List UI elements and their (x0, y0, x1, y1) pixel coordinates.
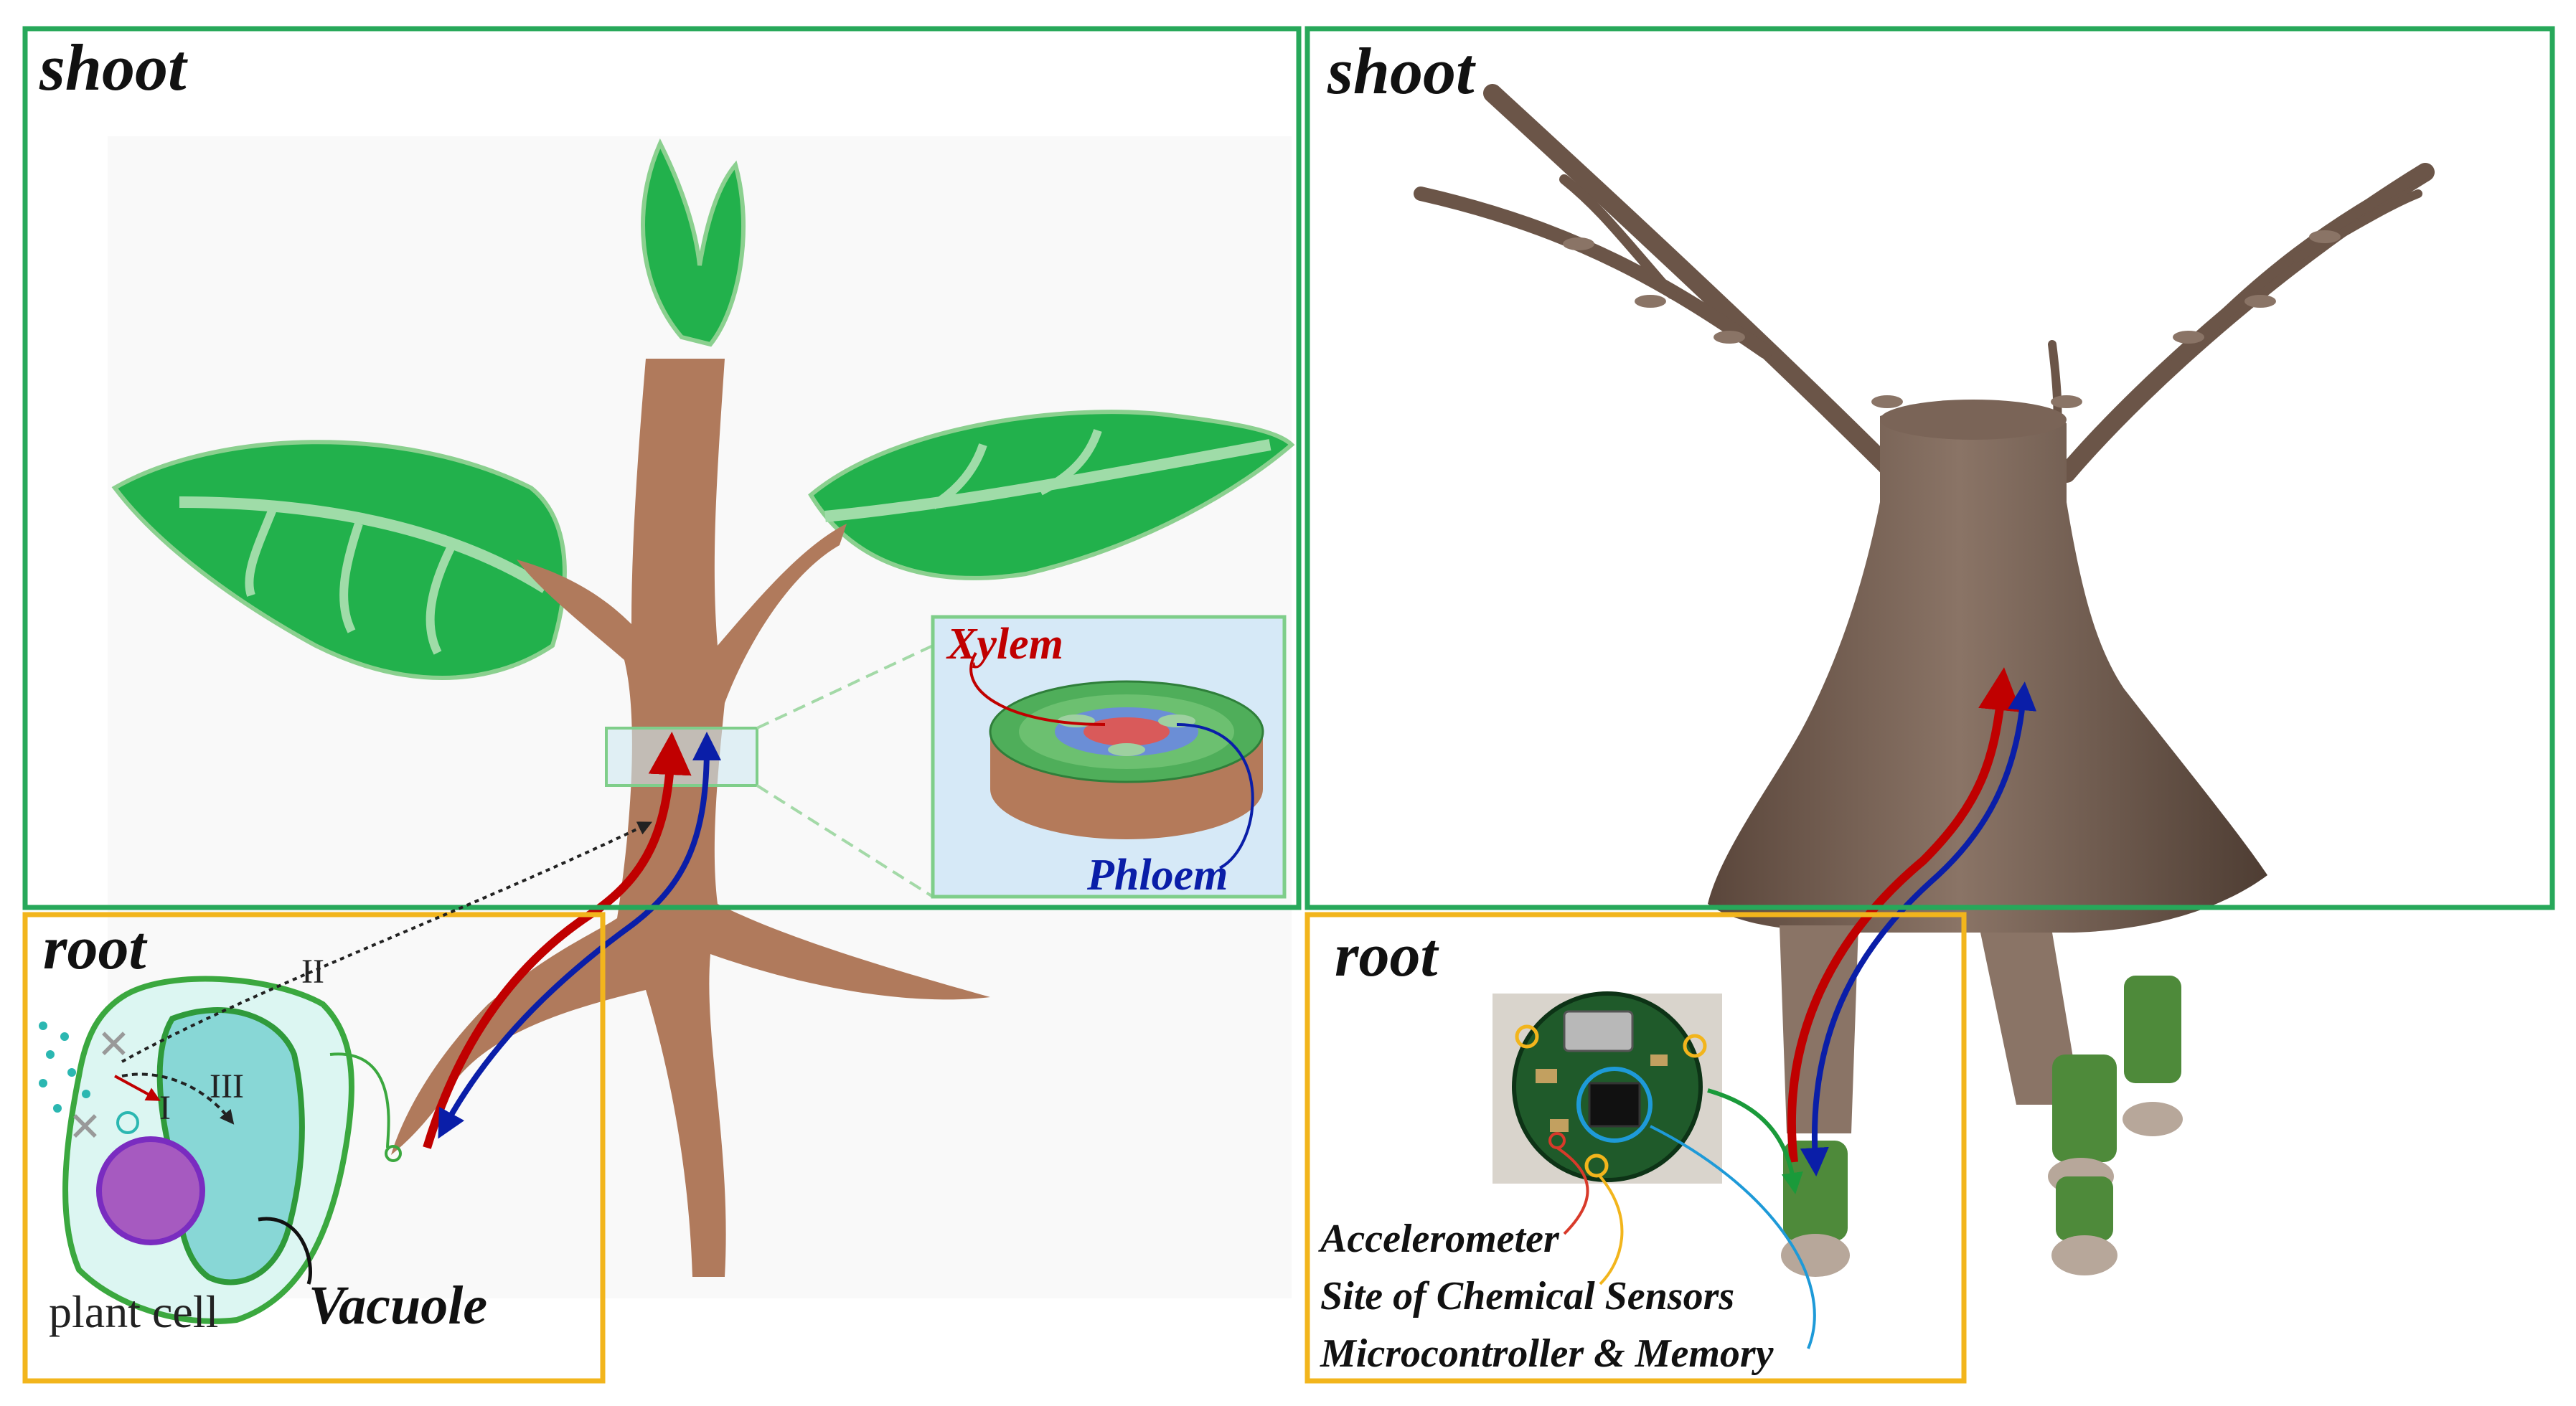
microcontroller-chip (1588, 1082, 1641, 1128)
stem-zoom-box (605, 727, 758, 787)
plant-cell-diagram: ✕ ✕ (39, 821, 653, 1324)
pathway-I-arrow (114, 1075, 161, 1101)
chem-sensor-marker (1515, 1024, 1539, 1049)
right-robot-panel (1414, 84, 2435, 1277)
pathway-I-label: I (159, 1089, 171, 1127)
robot-phloem-arrow-icon (1800, 681, 2037, 1176)
right-shoot-frame (1305, 26, 2555, 910)
chemical-sensors-label: Site of Chemical Sensors (1320, 1274, 1734, 1318)
ion-target-icon (116, 1111, 139, 1134)
robot-trunk (1708, 406, 2267, 933)
left-root-label: root (43, 913, 148, 982)
pathway-III-arrow (121, 1072, 235, 1125)
vacuole-label: Vacuole (309, 1275, 487, 1336)
nucleus-shape (96, 1136, 205, 1245)
cell-connector-line (329, 1052, 390, 1148)
plant-cell-label: plant cell (49, 1286, 218, 1337)
board-to-root-arrow (1707, 1088, 1803, 1194)
phloem-label: Phloem (1086, 851, 1228, 900)
transporter-icon: ✕ (68, 1104, 102, 1151)
phloem-arrow-icon (438, 732, 721, 1139)
zoom-line-top (756, 644, 934, 730)
top-bud-icon (641, 138, 746, 347)
microcontroller-leader-line (1650, 1125, 1816, 1349)
chem-sensor-marker (1584, 1153, 1609, 1178)
vacuole-leader-line (258, 1217, 312, 1285)
right-root-frame (1305, 912, 1967, 1384)
board-component (1550, 1119, 1569, 1132)
sensor-board (1493, 991, 1722, 1184)
board-component (1536, 1069, 1557, 1083)
phloem-leader-line (1176, 723, 1254, 869)
microcontroller-marker (1576, 1067, 1653, 1143)
chem-sensor-marker (1683, 1034, 1707, 1058)
robot-trunk-top (1880, 400, 2067, 440)
robot-legs (1780, 925, 2183, 1277)
pathway-II-label: II (301, 953, 324, 991)
xylem-label: Xylem (946, 620, 1063, 669)
zoom-line-bottom (756, 784, 934, 898)
board-component (1650, 1054, 1668, 1066)
accelerometer-leader-line (1556, 1146, 1589, 1235)
pathway-III-label: III (210, 1067, 244, 1105)
left-shoot-frame (22, 26, 1302, 910)
ion-dots (39, 1022, 90, 1113)
left-shoot-label: shoot (39, 31, 188, 104)
robot-branches (1414, 84, 2435, 483)
right-shoot-label: shoot (1327, 34, 1476, 108)
accelerometer-label: Accelerometer (1318, 1217, 1560, 1261)
xylem-leader-line (969, 651, 1106, 726)
xylem-phloem-inset (931, 615, 1287, 899)
left-leaf-icon (111, 440, 567, 680)
right-leaf-icon (808, 410, 1295, 580)
microcontroller-label: Microcontroller & Memory (1320, 1331, 1774, 1376)
right-root-label: root (1335, 920, 1439, 989)
cell-connector-dot (385, 1145, 402, 1162)
board-component (1563, 1010, 1634, 1052)
chem-sensor-leader-line (1599, 1175, 1624, 1285)
left-root-frame (22, 912, 606, 1384)
pathway-II-arrow (121, 821, 653, 1063)
robot-twigs (1563, 230, 2341, 408)
